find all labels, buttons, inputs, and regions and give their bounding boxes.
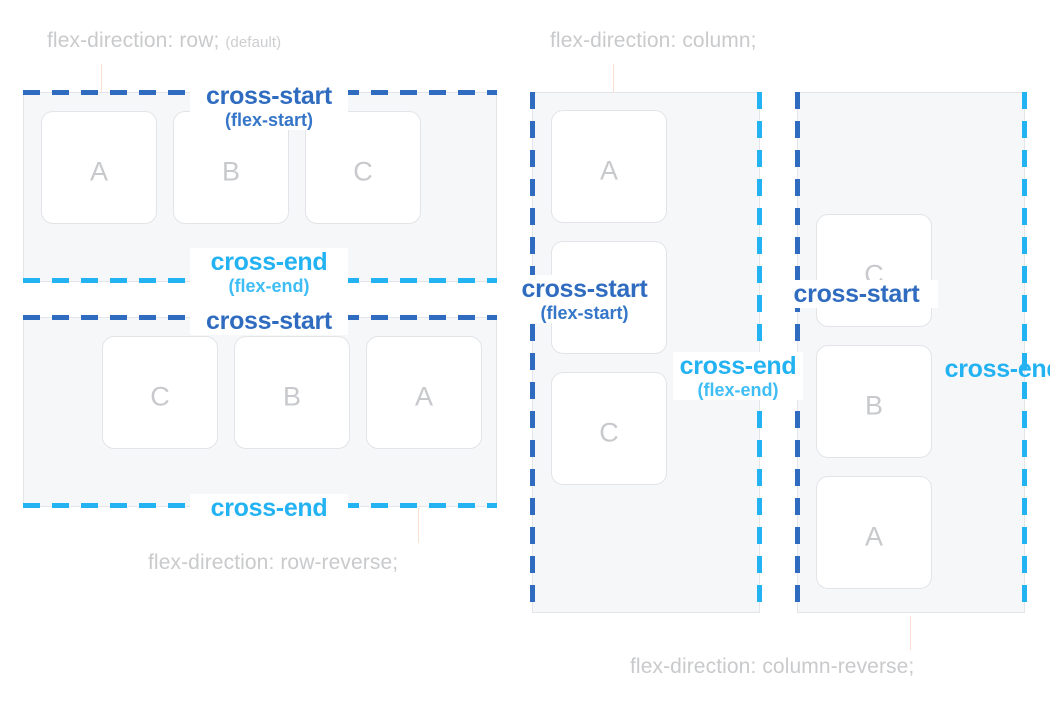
- cross-start-label-column: cross-start (flex-start): [503, 275, 666, 324]
- leader-line-row: [101, 64, 102, 97]
- flex-start-text: (flex-start): [224, 110, 313, 130]
- cross-end-text: cross-end: [944, 355, 1050, 383]
- flex-item-a[interactable]: A: [551, 110, 667, 223]
- caption-column-reverse-text: flex-direction: column-reverse;: [630, 655, 915, 678]
- cross-end-label-column-reverse: cross-end: [938, 355, 1050, 383]
- flex-item-c[interactable]: C: [102, 336, 218, 449]
- cross-end-text: cross-end: [210, 494, 328, 522]
- cross-end-edge-column-reverse: [1022, 92, 1027, 613]
- flex-item-label: B: [864, 390, 883, 421]
- leader-line-column: [613, 64, 614, 97]
- leader-line-row-reverse: [418, 508, 419, 543]
- cross-end-label-row-reverse: cross-end: [190, 494, 348, 522]
- flex-item-label: B: [221, 156, 240, 187]
- flex-end-text: (flex-end): [697, 380, 779, 400]
- caption-column-text: flex-direction: column;: [550, 29, 757, 52]
- cross-start-edge-column: [530, 92, 535, 613]
- caption-flex-direction-column-reverse: flex-direction: column-reverse;: [630, 655, 914, 679]
- flex-item-label: C: [599, 417, 619, 448]
- flex-item-a[interactable]: A: [816, 476, 932, 589]
- flex-end-text: (flex-end): [228, 276, 310, 296]
- flex-item-label: C: [353, 156, 373, 187]
- flex-item-label: A: [599, 155, 618, 186]
- flex-item-b[interactable]: B: [816, 345, 932, 458]
- flex-item-label: A: [89, 156, 108, 187]
- cross-start-text: cross-start: [521, 275, 648, 303]
- flex-item-label: C: [150, 381, 170, 412]
- cross-end-text: cross-end: [679, 352, 797, 380]
- cross-start-label-row-reverse: cross-start: [190, 307, 348, 335]
- flex-item-b[interactable]: B: [234, 336, 350, 449]
- flex-item-a[interactable]: A: [366, 336, 482, 449]
- caption-row-suffix: (default): [225, 34, 282, 51]
- flex-item-label: A: [864, 521, 883, 552]
- flex-start-text: (flex-start): [540, 303, 629, 323]
- cross-start-label-column-reverse: cross-start: [775, 280, 938, 308]
- flex-item-label: A: [414, 381, 433, 412]
- flex-item-c[interactable]: C: [551, 372, 667, 485]
- flex-item-label: B: [282, 381, 301, 412]
- cross-start-text: cross-start: [793, 280, 920, 308]
- cross-start-label-row: cross-start (flex-start): [190, 82, 348, 131]
- caption-flex-direction-row: flex-direction: row; (default): [47, 29, 281, 53]
- flex-item-a[interactable]: A: [41, 111, 157, 224]
- leader-line-column-reverse: [910, 616, 911, 650]
- cross-start-text: cross-start: [206, 307, 332, 335]
- cross-end-label-row: cross-end (flex-end): [190, 248, 348, 297]
- caption-flex-direction-column: flex-direction: column;: [550, 29, 757, 53]
- caption-row-reverse-text: flex-direction: row-reverse;: [148, 551, 399, 574]
- flex-container-column-reverse: C B A: [797, 92, 1025, 613]
- cross-end-text: cross-end: [210, 248, 328, 276]
- cross-start-text: cross-start: [206, 82, 332, 110]
- caption-row-text: flex-direction: row;: [47, 29, 220, 52]
- flex-item-c[interactable]: C: [305, 111, 421, 224]
- caption-flex-direction-row-reverse: flex-direction: row-reverse;: [148, 551, 398, 575]
- flex-item-c[interactable]: C: [816, 214, 932, 327]
- flex-container-row-reverse: C B A: [23, 317, 497, 507]
- cross-end-label-column: cross-end (flex-end): [673, 352, 803, 401]
